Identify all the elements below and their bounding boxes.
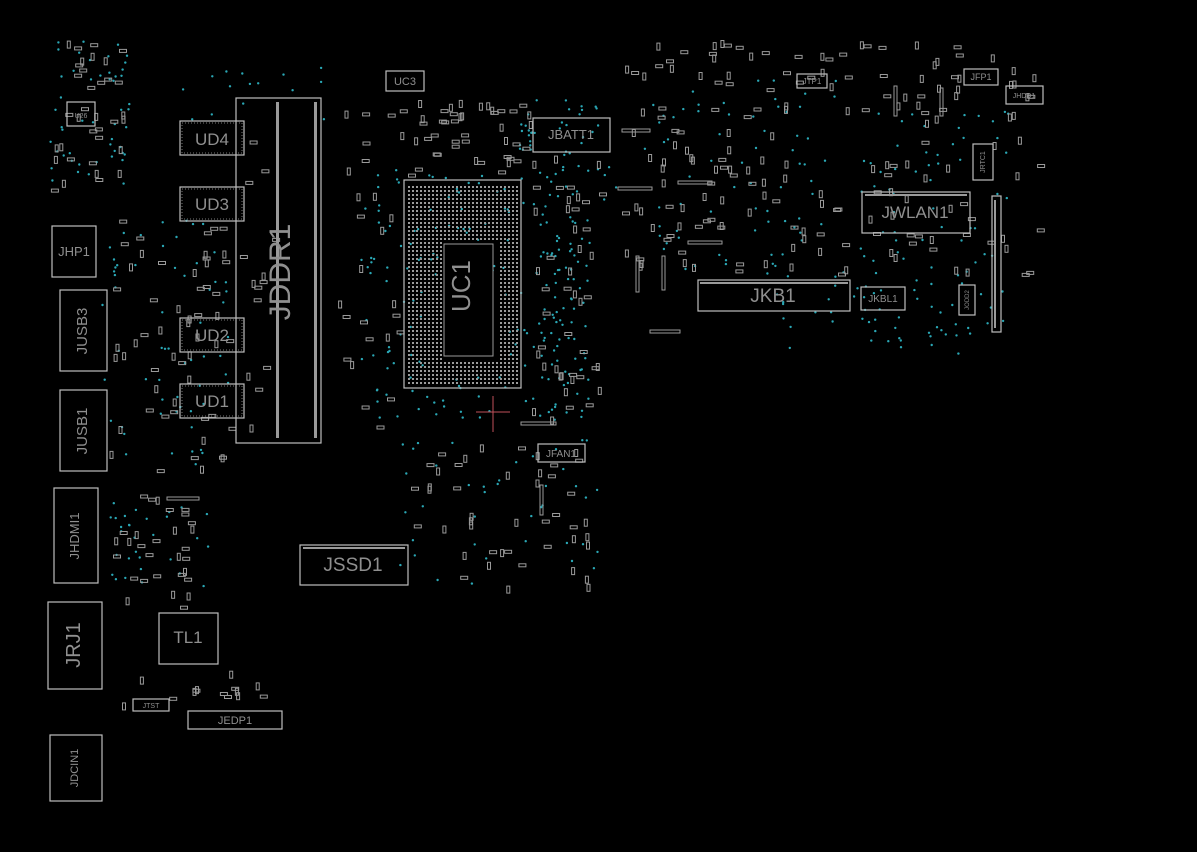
jhdmi1-connector[interactable]: JHDMI1 [53, 487, 99, 584]
jhdmi1-label: JHDMI1 [67, 513, 82, 560]
jfp1-label: JFP1 [970, 72, 991, 82]
jtst-connector[interactable]: JTST [132, 698, 170, 712]
jrj1-connector[interactable]: JRJ1 [47, 601, 103, 690]
jbatt1-label: JBATT1 [548, 127, 594, 142]
jtst-label: JTST [143, 703, 160, 710]
jkbl1-label: JKBL1 [868, 294, 898, 305]
jddr1-label: JDDR1 [264, 224, 297, 321]
ud4-chip[interactable]: UD4 [179, 120, 245, 156]
jedp1-label: JEDP1 [218, 715, 252, 727]
jkb1-connector[interactable]: JKB1 [697, 279, 851, 312]
jusb3-label: JUSB3 [74, 308, 91, 355]
jhdd1-connector[interactable]: JHDD1 [1005, 85, 1044, 105]
u26-label: U26 [75, 113, 88, 120]
jfp1-connector[interactable]: JFP1 [963, 68, 999, 86]
jfan1-connector[interactable]: JFAN1 [537, 443, 586, 463]
jkb1-label: JKB1 [750, 286, 795, 307]
uc1-cpu[interactable]: UC1 [403, 179, 522, 389]
tl1-label: TL1 [173, 628, 202, 647]
jrtc1-label: JRTC1 [980, 151, 987, 173]
ud1-label: UD1 [195, 392, 229, 411]
jhdd1-label: JHDD1 [1013, 93, 1036, 100]
jssd1-connector[interactable]: JSSD1 [299, 544, 409, 586]
jedp1-connector[interactable]: JEDP1 [187, 710, 283, 730]
passive-components [50, 40, 1046, 711]
u26-chip[interactable]: U26 [66, 101, 96, 127]
uc3-chip[interactable]: UC3 [385, 70, 425, 92]
jtp1-connector[interactable]: JTP1 [796, 73, 828, 89]
jtp1-label: JTP1 [803, 77, 822, 86]
jodd2-connector[interactable]: JODD2 [958, 284, 976, 316]
jfan1-label: JFAN1 [546, 449, 576, 460]
uc3-label: UC3 [394, 76, 416, 88]
side-connector[interactable] [991, 195, 1002, 333]
jhp1-connector[interactable]: JHP1 [51, 225, 97, 278]
ud4-label: UD4 [195, 130, 229, 149]
jusb1-connector[interactable]: JUSB1 [59, 389, 108, 472]
jddr1-connector[interactable]: JDDR1 [235, 97, 322, 444]
ud3-label: UD3 [195, 195, 229, 214]
crosshair-cursor-icon [476, 396, 510, 432]
uc1-label: UC1 [446, 260, 476, 312]
jwlan1-connector[interactable]: JWLAN1 [861, 191, 971, 234]
jrj1-label: JRJ1 [63, 622, 85, 668]
jusb3-connector[interactable]: JUSB3 [59, 289, 108, 372]
ud3-chip[interactable]: UD3 [179, 186, 245, 222]
jssd1-label: JSSD1 [323, 555, 382, 576]
ud1-chip[interactable]: UD1 [179, 383, 245, 419]
jodd2-label: JODD2 [965, 290, 971, 310]
ud2-label: UD2 [195, 326, 229, 345]
cpu-ball-grid [408, 186, 518, 384]
ud2-chip[interactable]: UD2 [179, 317, 245, 353]
jkbl1-connector[interactable]: JKBL1 [860, 286, 906, 311]
jdcin1-connector[interactable]: JDCIN1 [49, 734, 103, 802]
jhp1-label: JHP1 [58, 244, 90, 259]
jwlan1-label: JWLAN1 [881, 203, 948, 222]
jrtc1-connector[interactable]: JRTC1 [972, 143, 994, 181]
jbatt1-connector[interactable]: JBATT1 [532, 117, 611, 153]
tl1-transformer[interactable]: TL1 [158, 612, 219, 665]
jusb1-label: JUSB1 [74, 408, 91, 455]
jdcin1-label: JDCIN1 [69, 749, 81, 788]
